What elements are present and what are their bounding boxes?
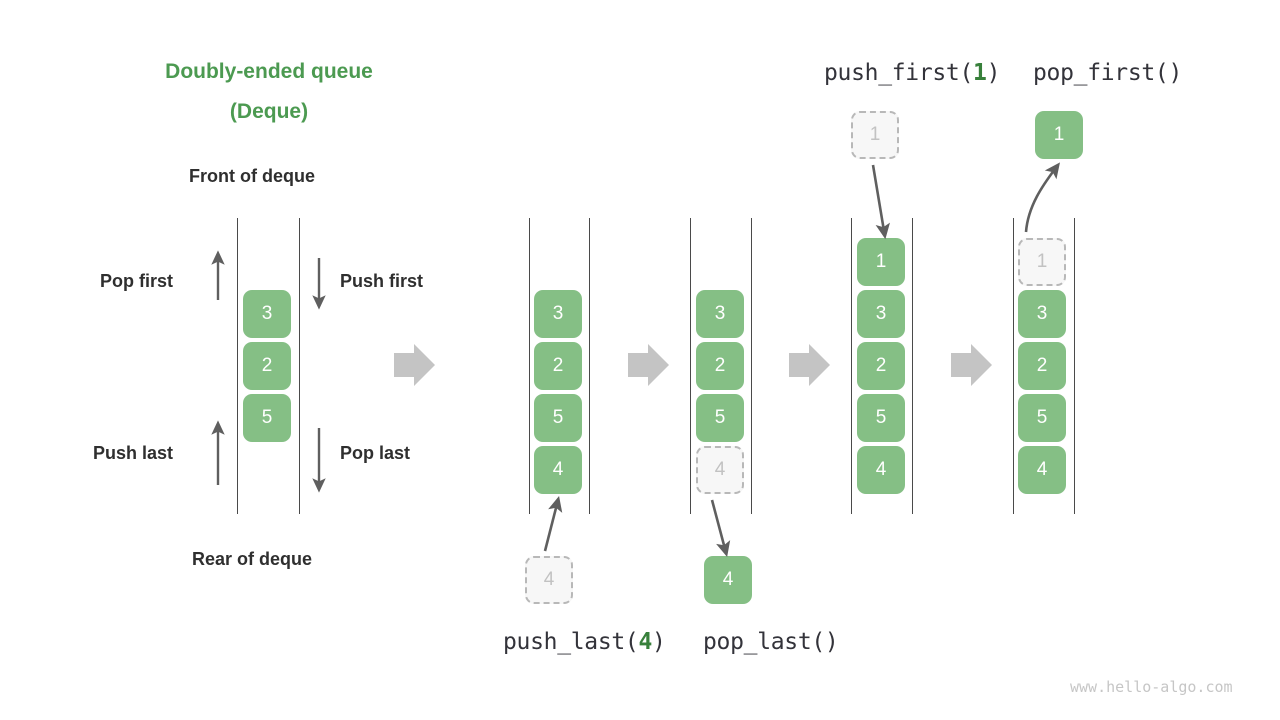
cell-col2-3: 4 [534,446,582,494]
cell-col1-2: 5 [243,394,291,442]
push-first-operation-label: push_first(1) [824,60,1000,86]
push-first-motion-arrow-icon [871,164,890,240]
transition-arrow-3-icon [789,344,830,386]
pop-last-label: Pop last [340,443,411,463]
push-first-op-close: ) [986,60,1001,86]
transition-arrow-4-icon [951,344,992,386]
cell-col3-3-ghost: 4 [696,446,744,494]
cell-col5-1: 3 [1018,290,1066,338]
rear-of-deque-label: Rear of deque [192,549,313,569]
rail-left-col5 [1013,218,1014,514]
cell-col5-2: 2 [1018,342,1066,390]
pop-first-operation-label: pop_first() [1033,60,1182,86]
cell-col4-4: 4 [857,446,905,494]
push-last-op-name: push_last( [503,629,639,655]
rail-right-col2 [589,218,590,514]
rail-left-col4 [851,218,852,514]
pop-last-operation-label: pop_last() [703,629,839,655]
cell-col2-2: 5 [534,394,582,442]
cell-col4-3: 5 [857,394,905,442]
rail-right-col5 [1074,218,1075,514]
cell-col4-1: 3 [857,290,905,338]
front-of-deque-label: Front of deque [189,166,315,186]
push-first-label: Push first [340,271,424,291]
push-last-op-close: ) [652,629,666,655]
cell-col3-0: 3 [696,290,744,338]
rail-left-col3 [690,218,691,514]
rail-right-col4 [912,218,913,514]
detached-pop-first-result: 1 [1035,111,1083,159]
cell-col1-1: 2 [243,342,291,390]
watermark: www.hello-algo.com [1070,678,1233,696]
push-last-label: Push last [93,443,174,463]
cell-col4-2: 2 [857,342,905,390]
push-last-operation-label: push_last(4) [503,629,666,655]
cell-col3-1: 2 [696,342,744,390]
cell-col4-0: 1 [857,238,905,286]
push-last-motion-arrow-icon [543,495,563,552]
cell-col5-0-ghost: 1 [1018,238,1066,286]
pop-last-op-name: pop_last() [703,629,839,655]
diagram-title-line2: (Deque) [229,100,309,123]
pop-first-motion-arrow-icon [1024,162,1060,233]
cell-col2-0: 3 [534,290,582,338]
detached-pop-last-result: 4 [704,556,752,604]
push-first-op-name: push_first( [824,60,974,86]
detached-push-first-source: 1 [851,111,899,159]
rail-left-col2 [529,218,530,514]
push-last-op-arg: 4 [638,629,653,655]
transition-arrow-2-icon [628,344,669,386]
cell-col5-3: 5 [1018,394,1066,442]
push-first-op-arg: 1 [973,60,987,86]
pop-first-op-name: pop_first() [1033,60,1183,86]
pop-last-motion-arrow-icon [710,499,731,558]
cell-col3-2: 5 [696,394,744,442]
rail-right-col3 [751,218,752,514]
rail-right-col1 [299,218,300,514]
cell-col2-1: 2 [534,342,582,390]
transition-arrow-1-icon [394,344,435,386]
cell-col1-0: 3 [243,290,291,338]
rail-left-col1 [237,218,238,514]
pop-first-label: Pop first [100,271,174,291]
diagram-title-line1: Doubly-ended queue [165,60,373,83]
detached-push-last-source: 4 [525,556,573,604]
cell-col5-4: 4 [1018,446,1066,494]
